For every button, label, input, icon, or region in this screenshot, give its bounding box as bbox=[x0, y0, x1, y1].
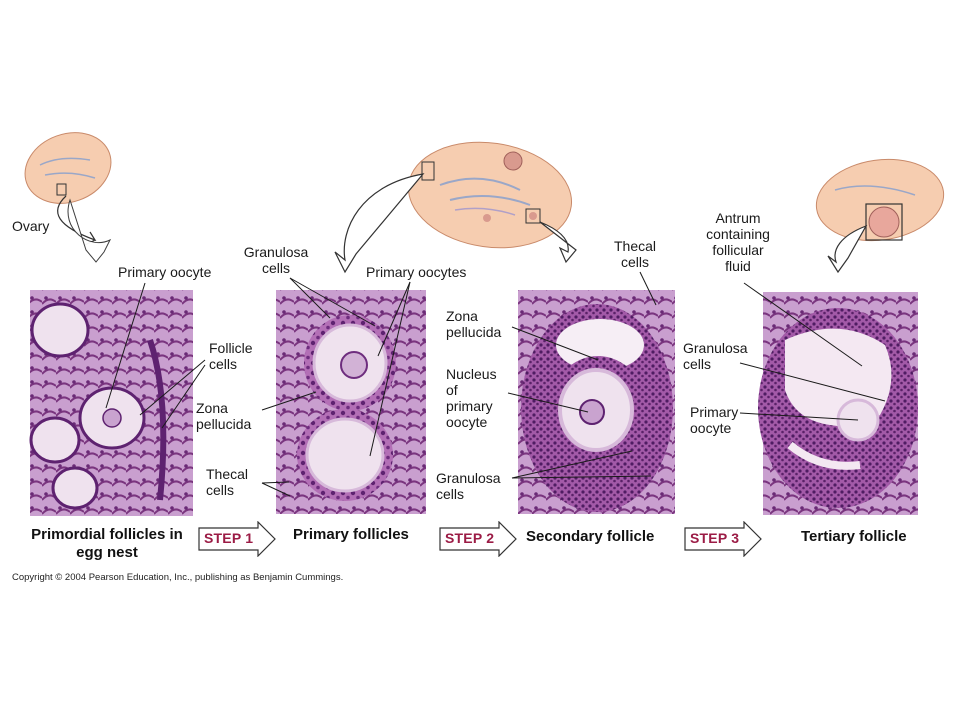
step-2-arrow: STEP 2 bbox=[439, 521, 517, 557]
step-3-arrow: STEP 3 bbox=[684, 521, 762, 557]
label-nucleus-primary-oocyte: Nucleus of primary oocyte bbox=[446, 366, 497, 430]
label-zona-pellucida-1: Zona pellucida bbox=[196, 400, 252, 432]
label-granulosa-cells-1: Granulosa cells bbox=[243, 244, 309, 276]
ovary-small-3 bbox=[815, 158, 945, 242]
label-zona-pellucida-2: Zona pellucida bbox=[446, 308, 502, 340]
label-granulosa-cells-3: Granulosa cells bbox=[683, 340, 748, 372]
title-tertiary-follicle: Tertiary follicle bbox=[801, 528, 907, 545]
step-1-label: STEP 1 bbox=[204, 530, 254, 546]
label-thecal-cells-1: Thecal cells bbox=[206, 466, 249, 498]
label-primary-oocyte-2: Primary oocyte bbox=[690, 404, 739, 436]
step-1-arrow: STEP 1 bbox=[198, 521, 276, 557]
leader-lines bbox=[105, 271, 886, 497]
copyright-notice: Copyright © 2004 Pearson Education, Inc.… bbox=[12, 572, 344, 583]
step-3-label: STEP 3 bbox=[690, 530, 740, 546]
micrograph-tertiary bbox=[758, 292, 918, 515]
label-granulosa-cells-2: Granulosa cells bbox=[436, 470, 501, 502]
step-2-label: STEP 2 bbox=[445, 530, 495, 546]
label-antrum: Antrum containing follicular fluid bbox=[706, 210, 770, 274]
ovary-large bbox=[407, 141, 573, 249]
micrograph-secondary bbox=[518, 290, 675, 514]
label-primary-oocytes: Primary oocytes bbox=[366, 264, 467, 280]
label-ovary: Ovary bbox=[12, 218, 50, 234]
label-primary-oocyte: Primary oocyte bbox=[118, 264, 212, 280]
micrograph-primordial bbox=[29, 290, 193, 516]
title-primordial-follicles: Primordial follicles in egg nest bbox=[31, 526, 183, 561]
ovary-small-1 bbox=[24, 132, 112, 204]
micrograph-primary bbox=[276, 290, 426, 514]
label-follicle-cells: Follicle cells bbox=[209, 340, 253, 372]
title-primary-follicles: Primary follicles bbox=[293, 526, 409, 543]
label-thecal-cells-2: Thecal cells bbox=[613, 238, 657, 270]
title-secondary-follicle: Secondary follicle bbox=[526, 528, 655, 545]
